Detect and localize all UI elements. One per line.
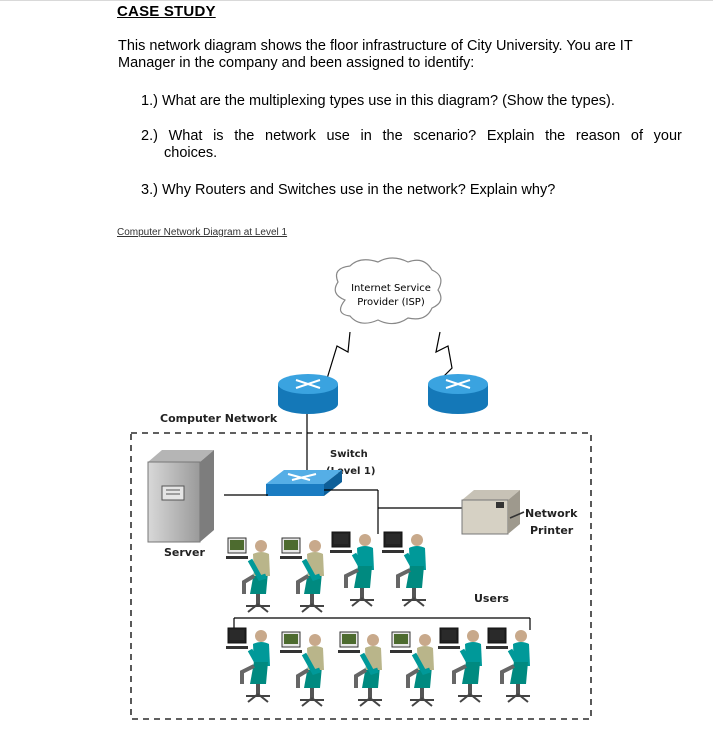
- question-2-word: network: [265, 128, 316, 144]
- question-2-word: Explain: [486, 128, 535, 144]
- question-2-word: in: [360, 128, 372, 144]
- question-2-line-2: choices.: [164, 145, 218, 161]
- top-rule: [0, 0, 713, 1]
- isp-label-line1: Internet Service: [351, 283, 431, 294]
- user-workstation-icon: [330, 532, 374, 606]
- user-workstation-icon: [280, 538, 324, 612]
- intro-paragraph: This network diagram shows the floor inf…: [118, 38, 633, 71]
- user-workstation-icon: [382, 532, 426, 606]
- question-2-word: is: [213, 128, 224, 144]
- question-2-word: reason: [575, 128, 621, 144]
- switch-label-line2: (Level 1): [326, 466, 375, 477]
- question-2-word: use: [326, 128, 350, 144]
- question-2-word: What: [168, 128, 203, 144]
- question-3: 3.) Why Routers and Switches use in the …: [141, 182, 556, 198]
- printer-label-line1: Network: [525, 507, 578, 520]
- router-icon-right: [428, 374, 488, 414]
- diagram-caption: Computer Network Diagram at Level 1: [117, 227, 288, 238]
- question-2-word: the: [382, 128, 403, 144]
- user-workstation-icon: [338, 632, 382, 706]
- user-workstation-icon: [280, 632, 324, 706]
- user-workstation-icon: [438, 628, 482, 702]
- server-icon: [147, 450, 214, 543]
- switch-icon: [266, 470, 342, 496]
- question-1: 1.) What are the multiplexing types use …: [141, 93, 615, 109]
- question-2-word: of: [630, 128, 643, 144]
- computer-network-label: Computer Network: [160, 412, 278, 425]
- question-2-word: 2.): [141, 128, 158, 144]
- server-label: Server: [164, 546, 205, 559]
- user-workstation-icon: [226, 628, 270, 702]
- case-study-title: CASE STUDY: [117, 3, 216, 20]
- printer-icon: [461, 490, 525, 535]
- wan-link-right: [435, 331, 453, 381]
- router-icon-left: [278, 374, 338, 414]
- printer-label-line2: Printer: [530, 524, 574, 537]
- question-2-word: your: [653, 128, 682, 144]
- user-workstation-icon: [486, 628, 530, 702]
- question-2-word: scenario?: [413, 128, 477, 144]
- isp-label-line2: Provider (ISP): [357, 297, 425, 308]
- users-label: Users: [474, 592, 509, 605]
- question-2-word: the: [234, 128, 255, 144]
- wan-link-left: [325, 331, 351, 383]
- question-2-word: the: [545, 128, 566, 144]
- switch-label-line1: Switch: [330, 449, 368, 460]
- user-workstation-icon: [390, 632, 434, 706]
- isp-cloud: Internet Service Provider (ISP): [334, 257, 442, 325]
- user-workstation-icon: [226, 538, 270, 612]
